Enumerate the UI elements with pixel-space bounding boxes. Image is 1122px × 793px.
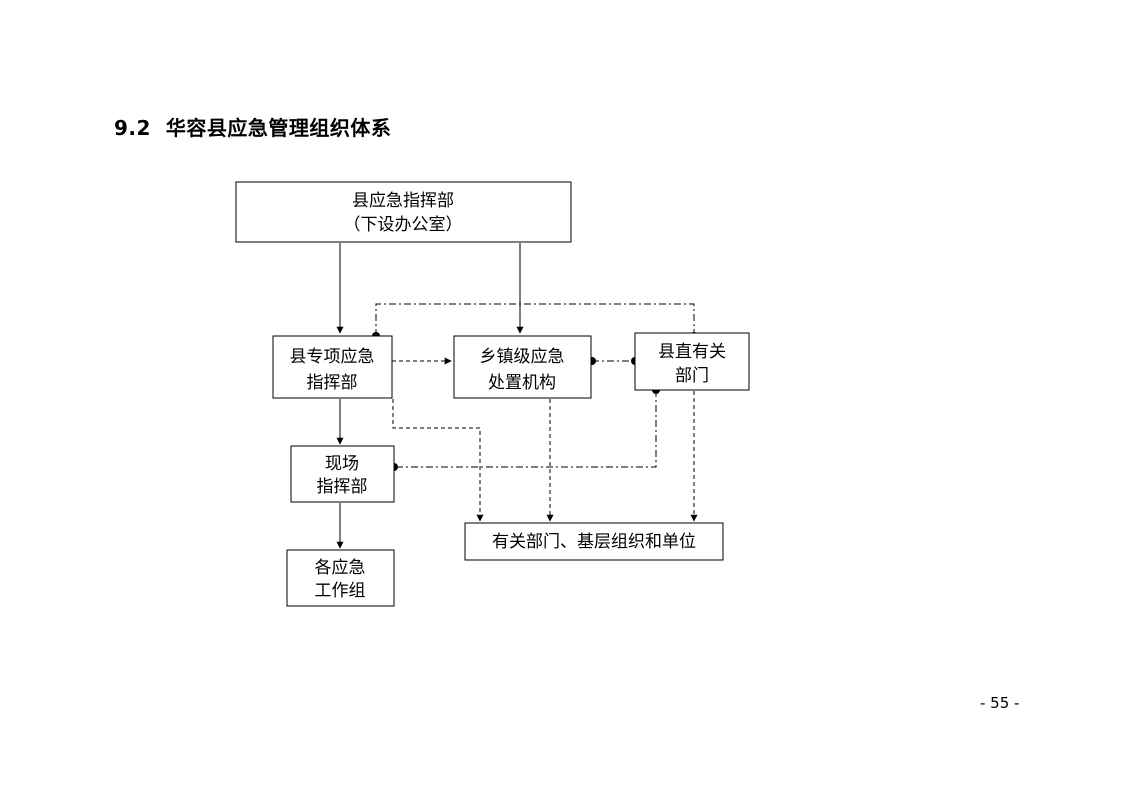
edge-special-to-depts	[375, 303, 695, 336]
node-label-line1: 各应急	[315, 558, 366, 578]
node-label-line1: 有关部门、基层组织和单位	[492, 532, 696, 552]
node-label-line2: 部门	[675, 366, 709, 386]
node-label-line1: 县应急指挥部	[352, 191, 454, 211]
node-label-line1: 乡镇级应急	[480, 347, 565, 367]
node-label-line1: 县专项应急	[290, 347, 375, 367]
node-label-line1: 现场	[325, 454, 359, 474]
node-county-departments: 县直有关 部门	[634, 332, 750, 391]
node-field-hq: 现场 指挥部	[290, 445, 395, 503]
edge-special-to-units	[392, 399, 484, 522]
node-township-agency: 乡镇级应急 处置机构	[453, 335, 592, 399]
section-number: 9.2	[114, 116, 151, 140]
node-label-line1: 县直有关	[658, 342, 726, 362]
node-work-groups: 各应急 工作组	[286, 549, 395, 607]
node-label-line2: 指挥部	[307, 373, 358, 393]
node-label-line2: （下设办公室）	[344, 215, 463, 235]
node-label-line2: 指挥部	[317, 477, 368, 497]
node-units: 有关部门、基层组织和单位	[464, 522, 724, 561]
node-county-emergency-hq: 县应急指挥部 （下设办公室）	[235, 181, 572, 243]
node-label-line2: 工作组	[315, 581, 366, 601]
page-number: - 55 -	[980, 694, 1020, 712]
section-title: 华容县应急管理组织体系	[165, 116, 392, 140]
page-title: 9.2 华容县应急管理组织体系	[114, 112, 391, 141]
node-special-hq: 县专项应急 指挥部	[272, 335, 393, 399]
node-label-line2: 处置机构	[488, 373, 556, 393]
edge-depts-to-field	[394, 390, 657, 468]
